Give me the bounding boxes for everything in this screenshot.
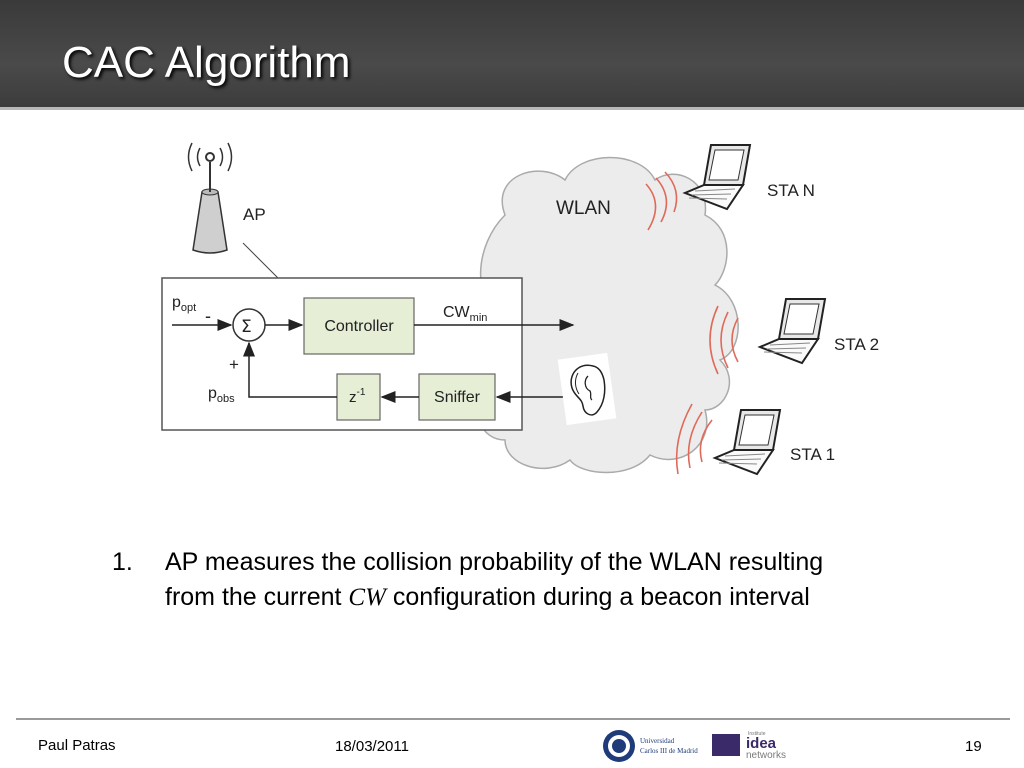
minus-sign: - — [205, 306, 211, 326]
footer-author: Paul Patras — [38, 737, 116, 754]
slide-title: CAC Algorithm — [62, 38, 351, 87]
controller-label: Controller — [324, 318, 394, 335]
footer-divider — [16, 718, 1010, 720]
signal-waves-icon — [709, 305, 739, 375]
page-number: 19 — [965, 738, 982, 755]
ear-icon — [557, 352, 617, 426]
imdea-small-label: Institute — [748, 731, 766, 737]
imdea-networks-label: networks — [746, 750, 786, 761]
sniffer-box — [418, 373, 496, 421]
imdea-networks-logo: Institute idea networks — [712, 731, 786, 761]
uc3m-name-line-2: Carlos III de Madrid — [640, 747, 698, 755]
cw-term: CW — [348, 584, 386, 611]
title-bar: CAC Algorithm — [0, 0, 1024, 110]
cw-min-label: CWmin — [443, 304, 487, 324]
item-number: 1. — [112, 548, 133, 576]
sta-n-label: STA N — [767, 181, 815, 200]
uc3m-name-line-1: Universidad — [640, 737, 675, 745]
delay-box — [336, 373, 381, 421]
item-text: AP measures the collision probability of… — [165, 545, 935, 615]
laptop-icon — [712, 409, 782, 476]
p-obs-label: pobs — [208, 385, 235, 405]
imdea-main-label: idea — [746, 735, 777, 752]
sum-symbol: Σ — [241, 317, 252, 337]
laptop-icon — [757, 298, 827, 365]
uc3m-seal-logo: Universidad Carlos III de Madrid — [603, 730, 698, 762]
plus-sign: + — [229, 355, 239, 374]
sta-2-label: STA 2 — [834, 335, 879, 354]
footer-date: 18/03/2011 — [335, 738, 409, 755]
sta-1-label: STA 1 — [790, 445, 835, 464]
ap-label: AP — [243, 205, 266, 224]
p-opt-label: popt — [172, 294, 196, 314]
controller-box — [303, 297, 415, 355]
signal-waves-icon — [675, 403, 713, 475]
wlan-label: WLAN — [556, 198, 611, 219]
ap-antenna-icon — [187, 142, 233, 254]
item-line-2-end: configuration during a beacon interval — [385, 583, 810, 611]
item-line-2-start: from the current — [165, 583, 349, 611]
laptop-icon — [682, 144, 752, 211]
item-line-1: AP measures the collision probability of… — [165, 548, 824, 576]
delay-label: z-1 — [349, 387, 366, 406]
footer-logos: Universidad Carlos III de Madrid Institu… — [603, 730, 786, 762]
signal-waves-icon — [645, 171, 678, 231]
sniffer-label: Sniffer — [434, 389, 481, 406]
